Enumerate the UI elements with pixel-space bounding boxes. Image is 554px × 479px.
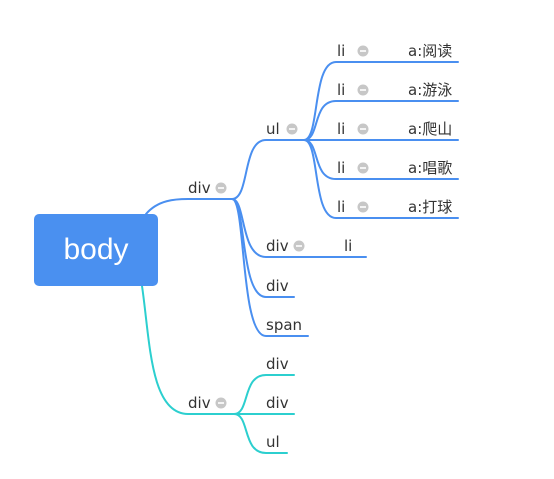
node-div-bottom[interactable]: div [188,394,211,412]
node-div-plain[interactable]: div [266,277,289,295]
connector-div-ul [231,139,305,200]
connector-div2-ul [233,413,288,454]
connector-ul-li2 [303,100,459,141]
connector-div-span [231,198,309,337]
node-div-li-parent[interactable]: div [266,237,289,255]
collapse-circle-icon[interactable] [357,45,369,57]
node-li-3[interactable]: li [337,120,345,138]
node-li-1[interactable]: li [337,42,345,60]
collapse-circle-icon[interactable] [215,397,227,409]
node-a-4[interactable]: a:唱歌 [408,159,452,177]
connector-root-div-bottom [141,285,235,415]
node-li-4[interactable]: li [337,159,345,177]
root-node[interactable]: body [34,214,158,286]
node-a-3[interactable]: a:爬山 [408,120,452,138]
node-bottom-div-1[interactable]: div [266,355,289,373]
node-li-5[interactable]: li [337,198,345,216]
collapse-circle-icon[interactable] [215,182,227,194]
node-span[interactable]: span [266,316,302,334]
node-a-2[interactable]: a:游泳 [408,81,452,99]
collapse-circle-icon[interactable] [357,201,369,213]
connector-root-div-top [145,198,233,215]
connector-div2-div1 [233,374,295,415]
connector-ul-li1 [303,61,459,141]
node-div-top[interactable]: div [188,179,211,197]
collapse-circle-icon[interactable] [293,240,305,252]
connector-ul-li5 [303,139,459,219]
node-a-5[interactable]: a:打球 [408,198,452,216]
connector-lines [141,61,459,454]
node-li-2[interactable]: li [337,81,345,99]
node-bottom-div-2[interactable]: div [266,394,289,412]
node-bottom-ul[interactable]: ul [266,433,280,451]
node-a-1[interactable]: a:阅读 [408,42,452,60]
collapse-circle-icon[interactable] [357,123,369,135]
collapse-circle-icon[interactable] [357,84,369,96]
collapse-circle-icon[interactable] [357,162,369,174]
collapse-circle-icon[interactable] [286,123,298,135]
node-ul[interactable]: ul [266,120,280,138]
node-li-under-div[interactable]: li [344,237,352,255]
root-node-label: body [63,233,129,266]
